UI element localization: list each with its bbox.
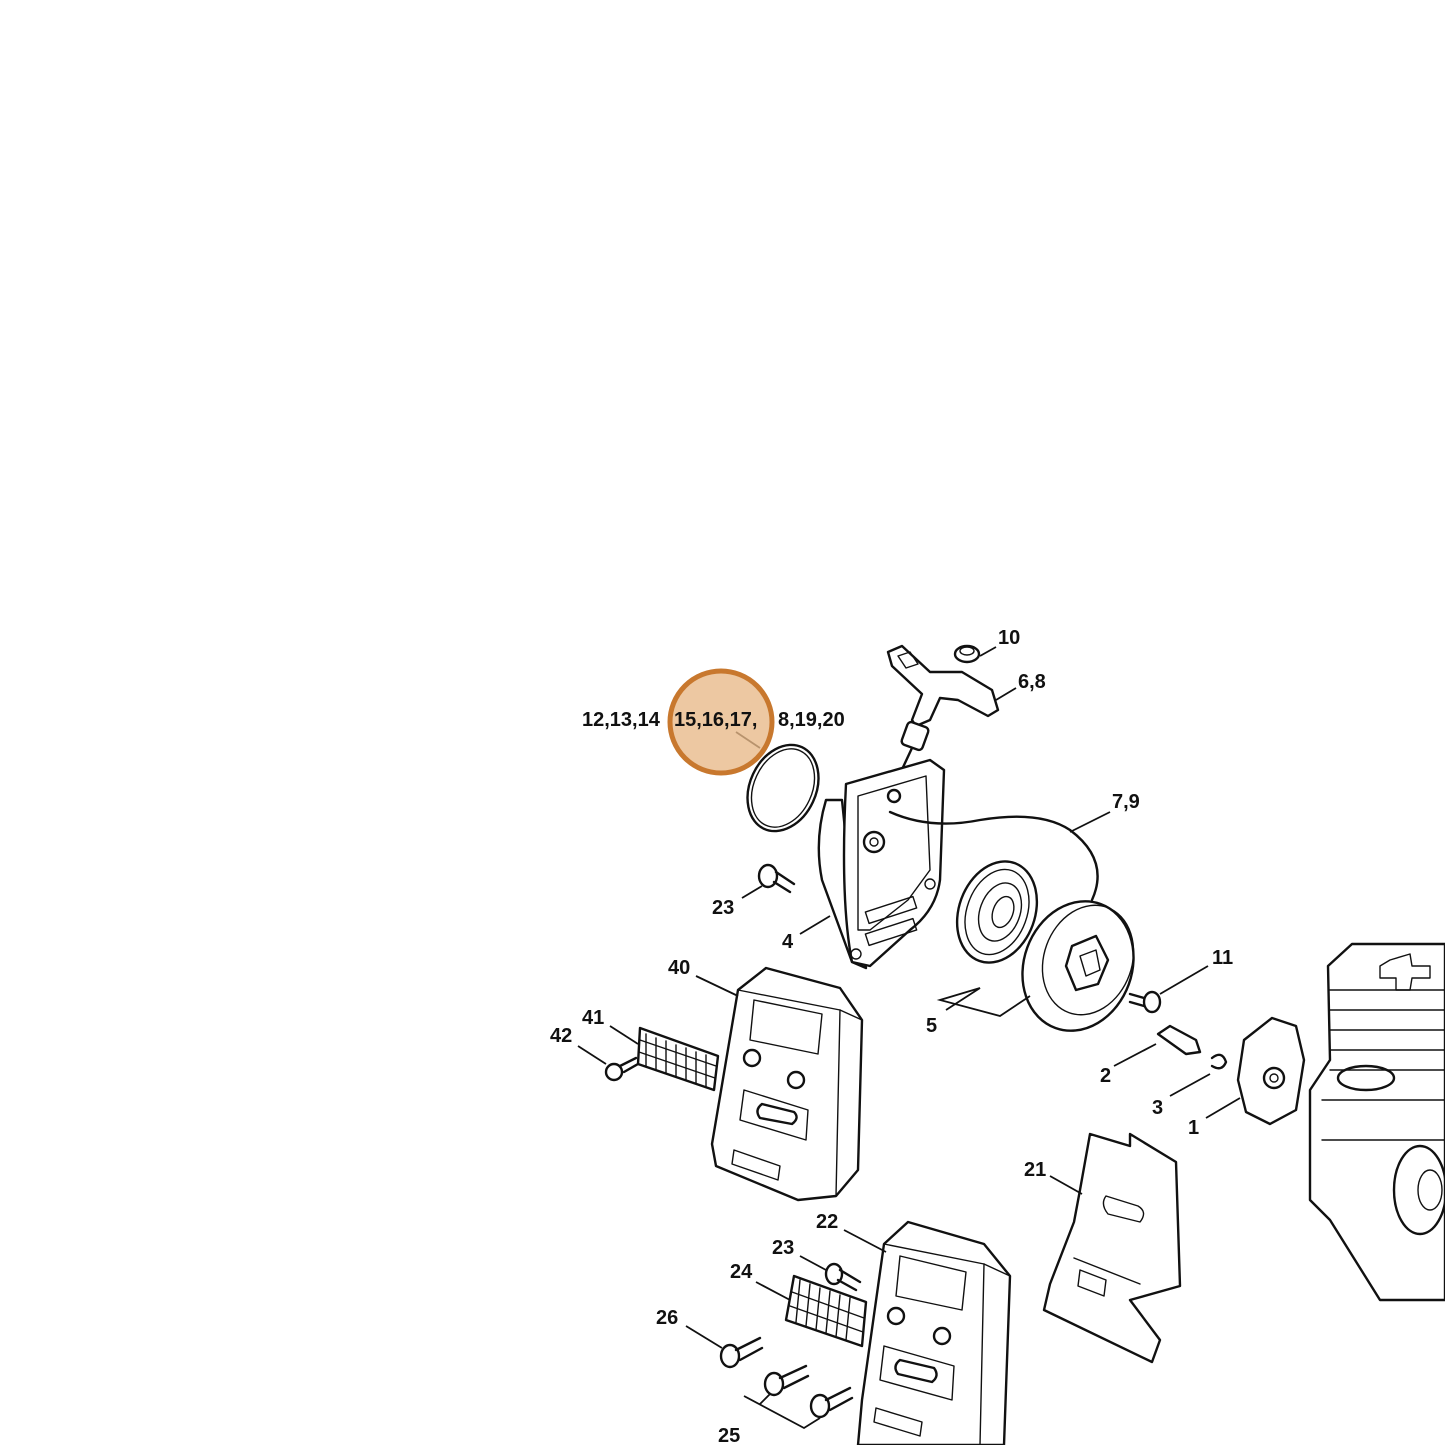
spring-3 <box>1210 1053 1228 1070</box>
leader-lines <box>577 646 1241 1430</box>
screw-42 <box>604 1056 640 1082</box>
muffler-22 <box>856 1220 1012 1445</box>
muffler-40 <box>710 966 864 1202</box>
label-42: 42 <box>550 1025 572 1047</box>
label-10: 10 <box>998 627 1020 649</box>
label-5: 5 <box>926 1015 937 1037</box>
label-22: 22 <box>816 1211 838 1233</box>
label-25: 25 <box>718 1425 740 1445</box>
flywheel-1 <box>1236 1016 1306 1126</box>
highlight-circle <box>667 668 775 776</box>
label-7-9: 7,9 <box>1112 791 1140 813</box>
label-40: 40 <box>668 957 690 979</box>
screw-23-bottom <box>824 1262 862 1292</box>
label-1: 1 <box>1188 1117 1199 1139</box>
o-ring <box>746 743 820 833</box>
grip-cap-10 <box>953 644 981 664</box>
rope-rotor <box>1021 900 1135 1032</box>
pawl-2 <box>1156 1024 1202 1056</box>
label-11: 11 <box>1212 947 1233 969</box>
label-8-19-20: 8,19,20 <box>778 709 845 731</box>
label-4: 4 <box>782 931 794 953</box>
label-15-16-17: 15,16,17, <box>674 709 757 731</box>
spark-screen-41 <box>636 1026 720 1092</box>
rewind-spring <box>955 860 1039 964</box>
heat-shield-21 <box>1042 1132 1182 1364</box>
screw-23-top <box>757 863 796 894</box>
engine-block <box>1308 942 1445 1302</box>
spark-screen-24 <box>784 1274 868 1348</box>
label-3: 3 <box>1152 1097 1163 1119</box>
label-23-top: 23 <box>712 897 734 919</box>
screw-25b <box>809 1386 854 1419</box>
fan-housing <box>817 758 946 970</box>
label-6-8: 6,8 <box>1018 671 1046 693</box>
screw-11 <box>1128 990 1162 1014</box>
label-21: 21 <box>1024 1159 1046 1181</box>
label-24: 24 <box>730 1261 753 1283</box>
label-41: 41 <box>582 1007 604 1029</box>
label-12-13-14: 12,13,14 <box>582 709 661 731</box>
screw-26 <box>719 1336 764 1369</box>
starter-grip <box>886 644 1000 780</box>
starter-rope <box>888 810 1099 902</box>
label-23-bottom: 23 <box>772 1237 794 1259</box>
label-2: 2 <box>1100 1065 1111 1087</box>
label-26: 26 <box>656 1307 678 1329</box>
screw-25a <box>763 1364 810 1397</box>
